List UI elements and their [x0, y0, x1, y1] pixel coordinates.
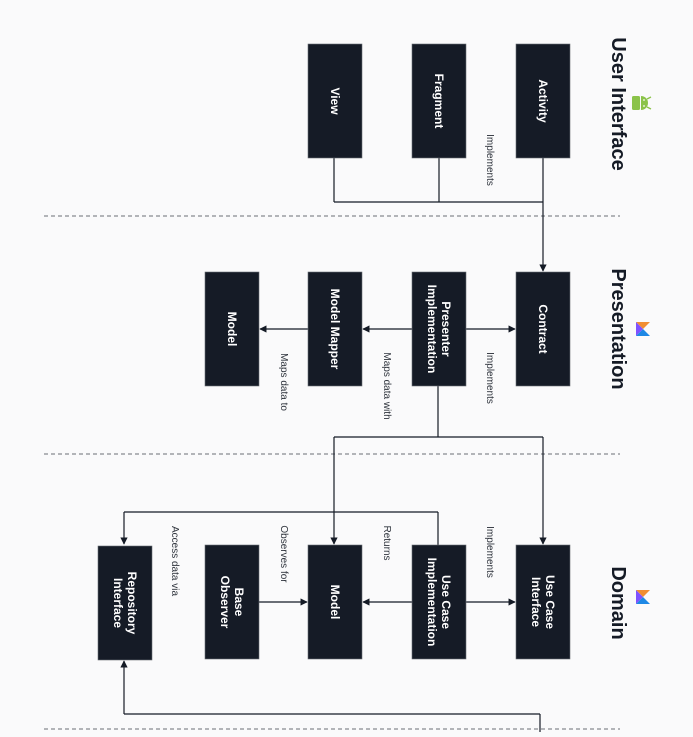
- box-model-mapper: Model Mapper: [307, 271, 363, 387]
- box-fragment-label: Fragment: [432, 74, 446, 129]
- label-maps-data-to: Maps data to: [278, 353, 289, 411]
- label-maps-data-with: Maps data with: [381, 352, 392, 419]
- box-model-domain: Model: [307, 544, 363, 660]
- box-use-case-interface-label-2: Interface: [529, 577, 543, 627]
- box-contract: Contract: [515, 271, 571, 387]
- label-observes-for: Observes for: [278, 525, 289, 583]
- box-fragment: Fragment: [411, 43, 467, 159]
- box-repository-label-2: Interface: [111, 578, 125, 628]
- label-implements-domain: Implements: [484, 526, 495, 578]
- box-base-observer: Base Observer: [204, 544, 260, 660]
- box-view: View: [307, 43, 363, 159]
- label-implements-ui: Implements: [484, 134, 495, 186]
- box-activity: Activity: [515, 43, 571, 159]
- layer-title-domain: Domain: [607, 566, 629, 639]
- box-use-case-impl-label-2: Implementation: [425, 558, 439, 647]
- label-implements-presentation: Implements: [484, 352, 495, 404]
- box-contract-label: Contract: [536, 304, 550, 353]
- kotlin-icon-presentation: [636, 322, 650, 336]
- layer-title-presentation: Presentation: [607, 268, 629, 389]
- android-icon: [632, 96, 652, 110]
- box-use-case-implementation: Use Case Implementation: [411, 544, 467, 660]
- box-model-presentation-label: Model: [225, 312, 239, 347]
- box-model-presentation: Model: [204, 271, 260, 387]
- box-use-case-interface-label-1: Use Case: [543, 575, 557, 629]
- box-view-label: View: [328, 87, 342, 115]
- box-presenter-label-1: Presenter: [439, 301, 453, 357]
- box-use-case-impl-label-1: Use Case: [439, 575, 453, 629]
- label-access-data-via: Access data via: [169, 526, 180, 596]
- label-returns: Returns: [381, 525, 392, 560]
- box-use-case-interface: Use Case Interface: [515, 544, 571, 660]
- box-repository-label-1: Repository: [125, 572, 139, 635]
- box-activity-label: Activity: [536, 79, 550, 123]
- box-base-observer-label-1: Base: [232, 588, 246, 617]
- box-repository-interface: Repository Interface: [97, 545, 153, 661]
- box-base-observer-label-2: Observer: [218, 576, 232, 629]
- box-model-domain-label: Model: [328, 585, 342, 620]
- box-presenter-implementation: Presenter Implementation: [411, 271, 467, 387]
- box-presenter-label-2: Implementation: [425, 285, 439, 374]
- box-model-mapper-label: Model Mapper: [328, 289, 342, 370]
- layer-title-user-interface: User Interface: [607, 37, 629, 170]
- kotlin-icon-domain: [636, 590, 650, 604]
